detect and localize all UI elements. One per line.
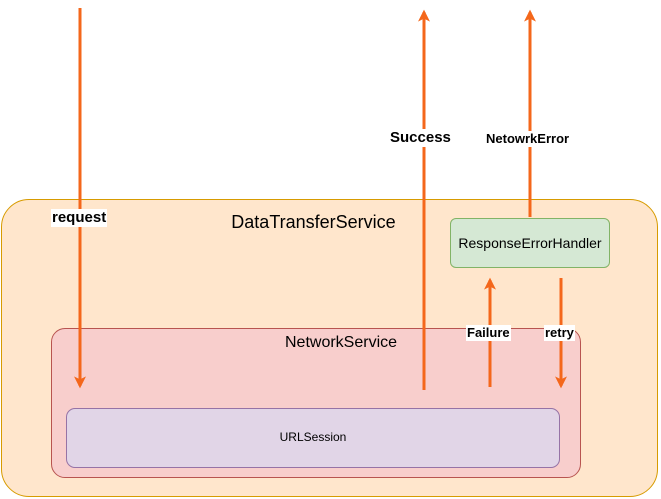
failure-edge-label: Failure: [466, 325, 511, 341]
url-session-box: [66, 408, 560, 468]
retry-edge-label: retry: [544, 325, 575, 341]
network-service-label: NetworkService: [284, 334, 398, 351]
response-error-handler-box: [450, 218, 610, 268]
url-session-label: URLSession: [279, 430, 347, 444]
request-edge-label: request: [51, 209, 108, 227]
response-error-handler-label: ResponseErrorHandler: [458, 235, 602, 251]
data-transfer-service-label: DataTransferService: [231, 212, 396, 232]
network-error-edge-label: NetowrkError: [485, 131, 571, 147]
success-edge-label: Success: [389, 129, 452, 147]
